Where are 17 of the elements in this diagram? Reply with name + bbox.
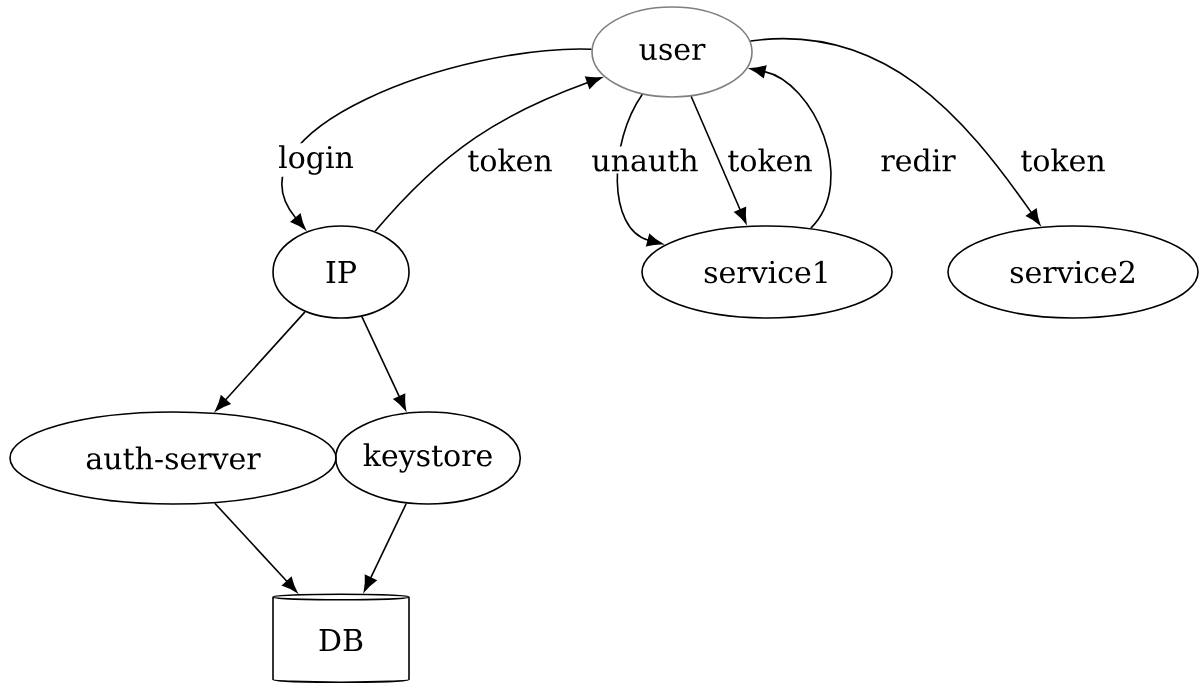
edge-label: token	[465, 146, 555, 174]
arrow	[749, 37, 1041, 225]
edge-label: token	[725, 146, 815, 174]
database-cylinder: DB	[272, 593, 410, 683]
arrow	[750, 65, 832, 229]
edge-label: token	[1018, 146, 1108, 174]
arrow	[690, 95, 747, 224]
arrow	[374, 76, 602, 233]
edge-label: unauth	[589, 146, 701, 174]
arrow	[363, 502, 408, 592]
edge-label: redir	[878, 146, 958, 174]
arrow	[361, 315, 407, 411]
arrow	[215, 311, 306, 412]
arrow	[213, 502, 298, 593]
arrow	[616, 93, 663, 247]
arrow	[282, 48, 593, 230]
edge-label: login	[276, 143, 356, 177]
